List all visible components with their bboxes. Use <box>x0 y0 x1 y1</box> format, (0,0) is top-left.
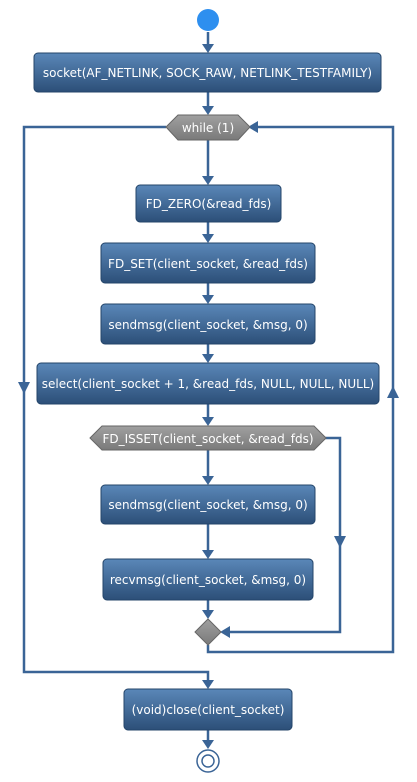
arrowhead <box>202 176 214 185</box>
arrowhead <box>202 234 214 243</box>
action-select-label: select(client_socket + 1, &read_fds, NUL… <box>42 377 374 391</box>
edge-while-exit <box>22 125 210 684</box>
action-socket: socket(AF_NETLINK, SOCK_RAW, NETLINK_TES… <box>33 52 382 93</box>
condition-fd-isset: FD_ISSET(client_socket, &read_fds) <box>89 425 327 451</box>
arrowhead <box>202 550 214 559</box>
condition-while-label: while (1) <box>182 121 234 135</box>
arrowhead <box>202 417 214 426</box>
action-select: select(client_socket + 1, &read_fds, NUL… <box>36 362 380 405</box>
action-socket-label: socket(AF_NETLINK, SOCK_RAW, NETLINK_TES… <box>43 66 372 80</box>
action-recvmsg-label: recvmsg(client_socket, &msg, 0) <box>110 573 306 587</box>
action-sendmsg-1-label: sendmsg(client_socket, &msg, 0) <box>108 318 307 332</box>
start-node <box>197 9 219 31</box>
action-sendmsg-1: sendmsg(client_socket, &msg, 0) <box>100 303 316 345</box>
arrowhead <box>202 295 214 304</box>
edge-fdisset-false-branch <box>226 436 342 634</box>
arrowhead <box>334 536 346 548</box>
arrowhead <box>202 106 214 115</box>
arrowhead <box>202 354 214 363</box>
arrowhead <box>220 626 230 638</box>
action-fd-zero-label: FD_ZERO(&read_fds) <box>146 197 272 211</box>
arrowhead <box>202 680 214 689</box>
arrowhead <box>248 121 258 133</box>
action-close: (void)close(client_socket) <box>123 688 293 731</box>
arrowhead <box>202 44 214 53</box>
condition-while: while (1) <box>165 114 251 141</box>
action-fd-set: FD_SET(client_socket, &read_fds) <box>100 242 316 284</box>
action-sendmsg-2-label: sendmsg(client_socket, &msg, 0) <box>108 498 307 512</box>
arrowhead <box>18 382 30 394</box>
condition-fd-isset-label: FD_ISSET(client_socket, &read_fds) <box>102 432 313 446</box>
arrowhead <box>202 476 214 485</box>
edges <box>18 32 399 749</box>
action-fd-zero: FD_ZERO(&read_fds) <box>135 184 282 223</box>
end-node <box>196 749 220 773</box>
action-fd-set-label: FD_SET(client_socket, &read_fds) <box>108 257 308 271</box>
arrowhead <box>202 740 214 749</box>
arrowhead <box>202 610 214 619</box>
action-close-label: (void)close(client_socket) <box>132 703 285 717</box>
merge-diamond <box>194 618 222 646</box>
action-sendmsg-2: sendmsg(client_socket, &msg, 0) <box>100 484 316 525</box>
action-recvmsg: recvmsg(client_socket, &msg, 0) <box>102 558 314 601</box>
edge-loop-back <box>206 125 395 654</box>
arrowhead <box>387 386 399 398</box>
